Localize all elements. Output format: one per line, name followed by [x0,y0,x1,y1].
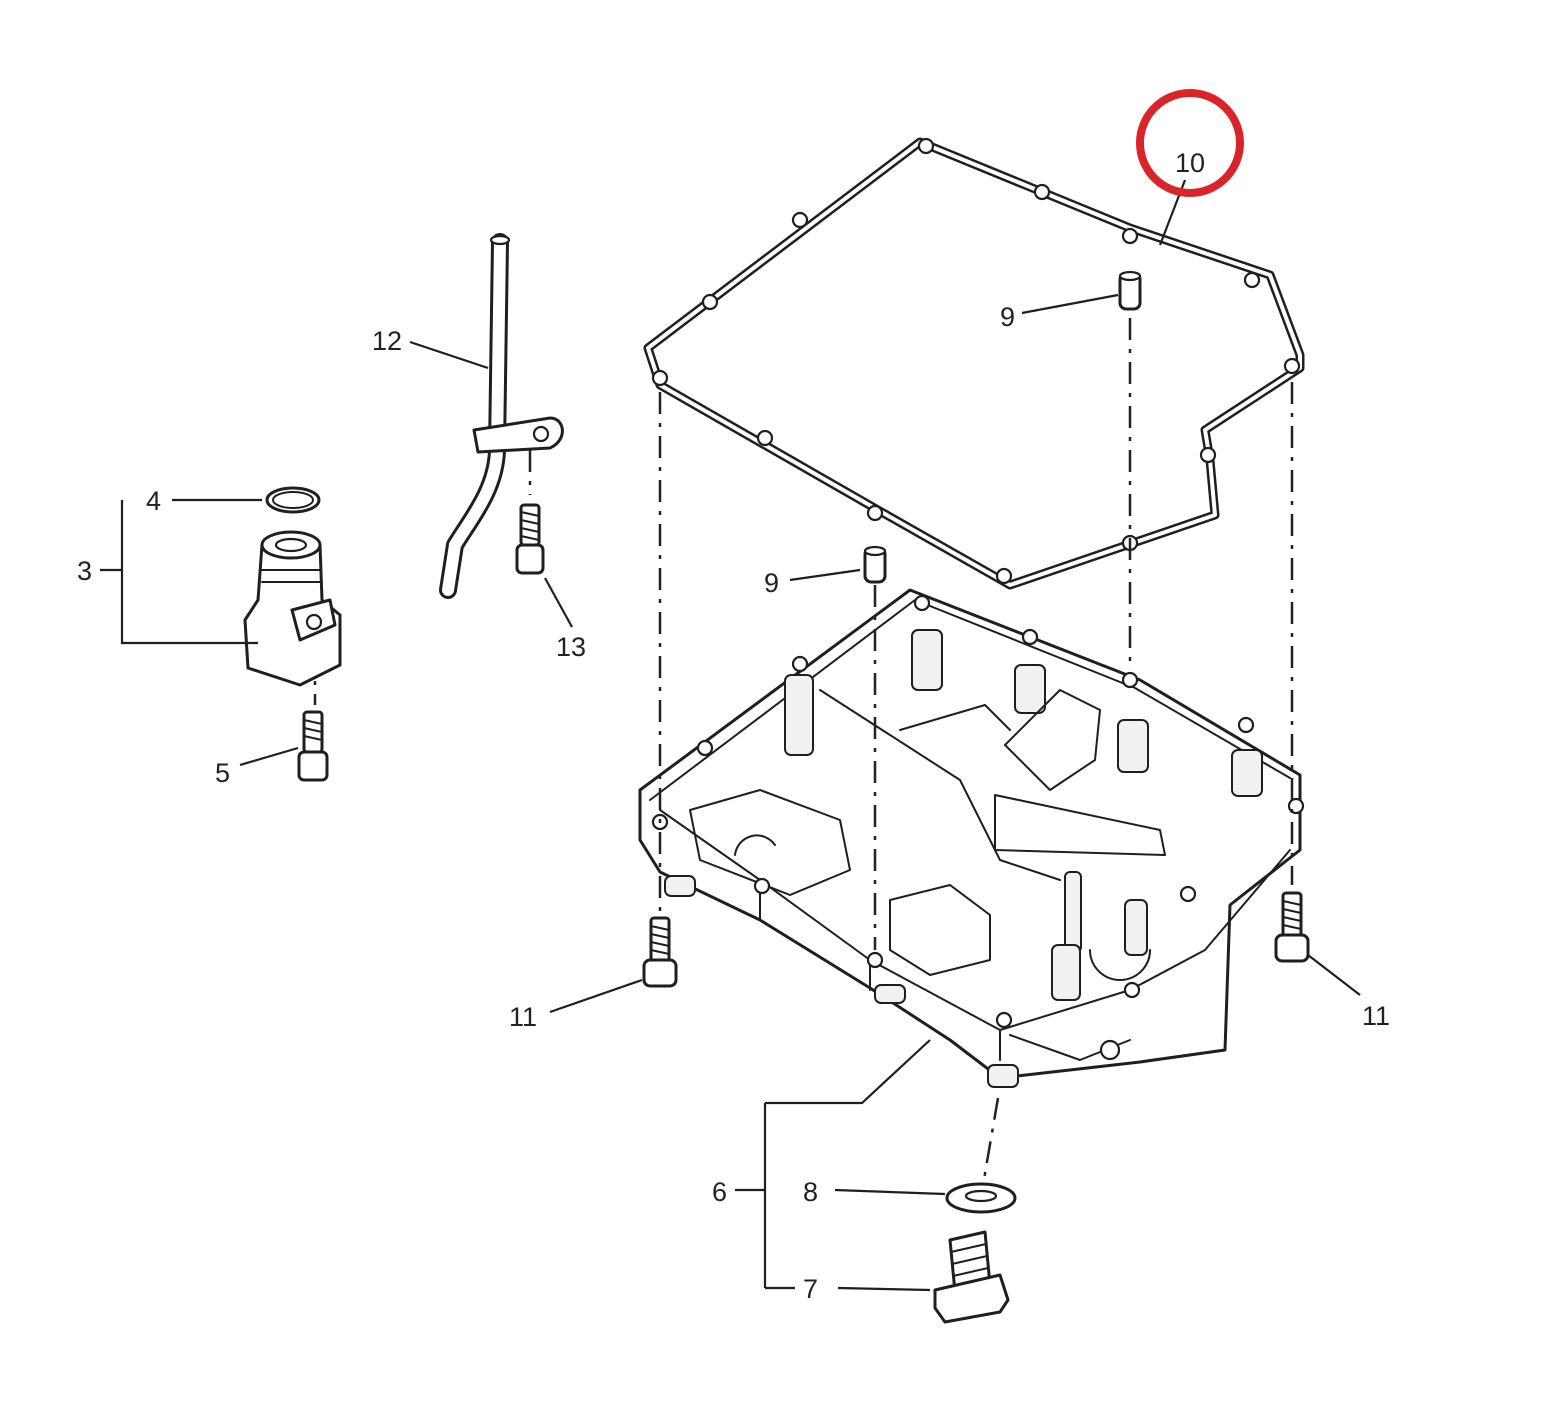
drain-bolt-part-7 [933,1230,1010,1324]
callout-labels: 10 9 9 12 13 4 3 5 11 11 6 8 7 [77,148,1390,1304]
bolt-part-11-right [1274,891,1310,963]
bolt-part-11-left [642,916,678,988]
bolt-part-13 [515,503,545,575]
gasket-bolt-holes [651,137,1301,585]
highlight-circle [1136,89,1244,197]
callout-9-lower: 9 [764,568,779,598]
o-ring-part-4 [265,486,321,514]
strainer-housing-part-3 [243,530,342,687]
callout-8: 8 [803,1177,818,1207]
oil-pipe-part-12 [439,233,564,599]
callout-7: 7 [803,1274,818,1304]
washer-part-8 [945,1182,1017,1214]
oil-pan-body [638,588,1305,1088]
dowel-pin-upper [1118,270,1142,311]
gasket-part-10 [643,137,1305,590]
callout-10: 10 [1175,148,1205,178]
assembly-axes [313,318,1294,1186]
leader-lines [100,179,1361,1292]
callout-12: 12 [372,326,402,356]
callout-6: 6 [712,1177,727,1207]
bolt-part-5 [297,710,329,782]
dowel-pin-lower [863,545,887,584]
callout-11-left: 11 [509,1002,537,1032]
callout-4: 4 [146,486,161,516]
callout-9-upper: 9 [1000,302,1015,332]
callout-3: 3 [77,556,92,586]
callout-11-right: 11 [1362,1001,1390,1031]
callout-5: 5 [215,758,230,788]
callout-13: 13 [556,632,586,662]
